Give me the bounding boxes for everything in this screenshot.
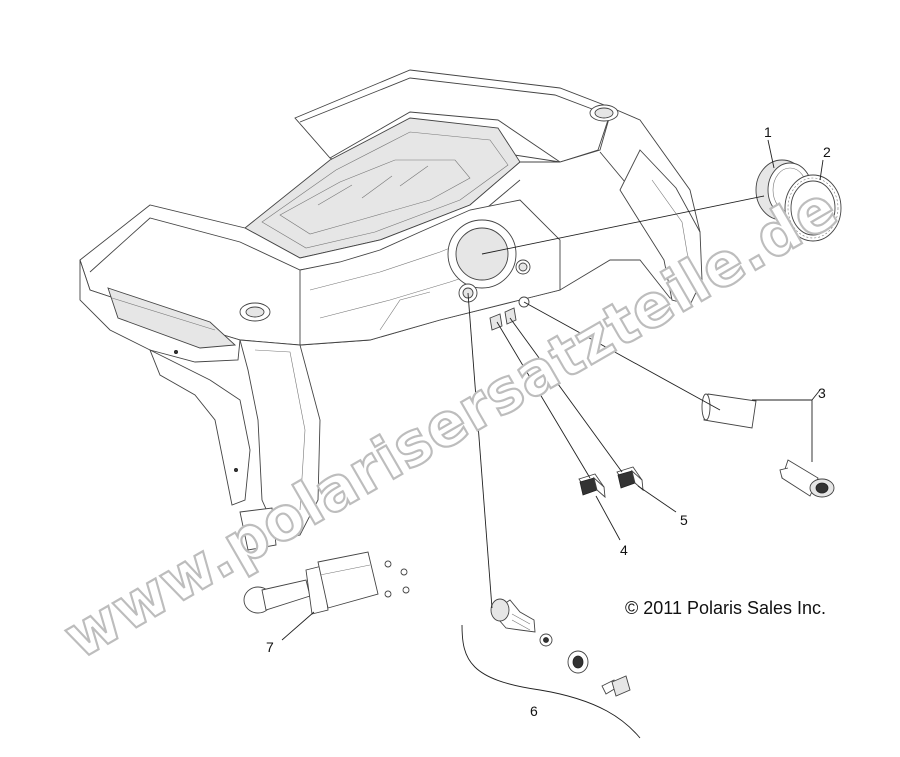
copyright-notice: © 2011 Polaris Sales Inc.: [625, 598, 826, 618]
switch-part-5: [616, 466, 644, 492]
callout-6: 6: [530, 703, 538, 719]
dashboard-assembly: [79, 69, 703, 551]
callout-4: 4: [620, 542, 628, 558]
leader-lines: [281, 139, 824, 739]
switch-part-4: [578, 473, 606, 499]
callout-3: 3: [818, 385, 826, 401]
callout-labels: 1 2 3 4 5 6 7: [266, 124, 831, 719]
ignition-kit-part: [490, 598, 631, 697]
callout-5: 5: [680, 512, 688, 528]
light-switch-part: [243, 551, 410, 615]
callout-1: 1: [764, 124, 772, 140]
callout-2: 2: [823, 144, 831, 160]
gauge-bezel-part: [784, 174, 842, 242]
callout-7: 7: [266, 639, 274, 655]
power-outlet-part: [701, 393, 835, 498]
